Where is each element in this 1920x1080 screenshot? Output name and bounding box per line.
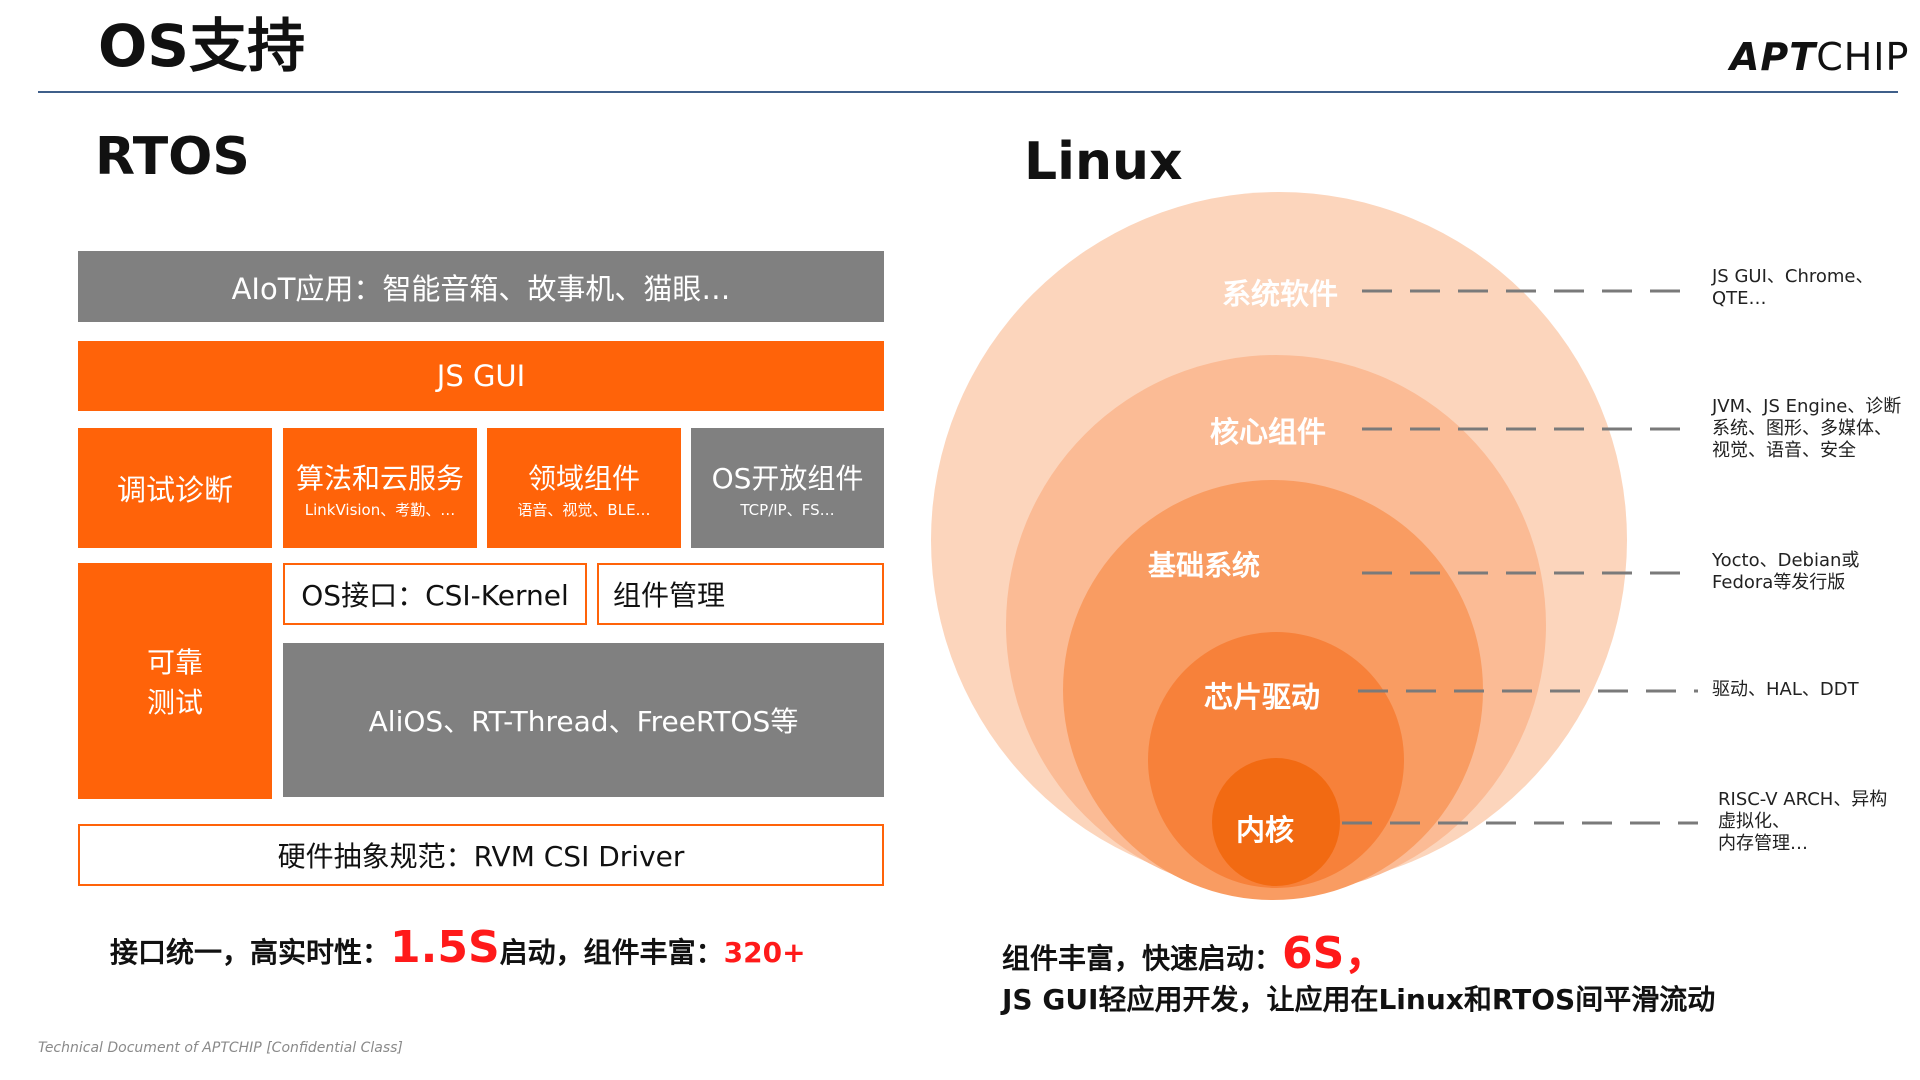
algorithm-cloud-label: 算法和云服务	[295, 461, 464, 495]
rtos-kernels-block: AliOS、RT-Thread、FreeRTOS等	[283, 643, 884, 797]
footer-confidential-note: Technical Document of APTCHIP [Confident…	[38, 1040, 403, 1056]
rtos-summary-part-a: 接口统一，高实时性：	[110, 936, 391, 969]
linux-summary-line2: JS GUI轻应用开发，让应用在Linux和RTOS间平滑流动	[1002, 983, 1716, 1016]
aiot-application-layer: AIoT应用：智能音箱、故事机、猫眼…	[78, 251, 884, 322]
algorithm-cloud-block: 算法和云服务 LinkVision、考勤、…	[283, 428, 477, 548]
page-title: OS支持	[98, 12, 306, 80]
layer-label-base-system: 基础系统	[1148, 549, 1261, 582]
js-gui-layer: JS GUI	[78, 341, 884, 411]
os-open-components-label: OS开放组件	[711, 461, 864, 495]
rtos-summary: 接口统一，高实时性：1.5S启动，组件丰富：320+	[110, 918, 806, 983]
layer-circle-kernel	[1212, 758, 1340, 886]
domain-components-label: 领域组件	[527, 461, 640, 495]
os-open-components-sub: TCP/IP、FS…	[740, 500, 835, 519]
os-interface-block: OS接口：CSI-Kernel	[283, 563, 587, 625]
rtos-section-title: RTOS	[95, 127, 250, 187]
note-line: JVM、JS Engine、诊断	[1712, 396, 1902, 417]
note-line: 内存管理…	[1718, 833, 1808, 854]
linux-boot-time: 6S，	[1282, 928, 1389, 979]
company-logo: APTCHIP	[1730, 35, 1909, 79]
rtos-component-count: 320+	[723, 936, 806, 969]
domain-components-block: 领域组件 语音、视觉、BLE…	[487, 428, 681, 548]
linux-section-title: Linux	[1024, 132, 1183, 192]
note-line: QTE…	[1712, 288, 1767, 309]
note-line: Fedora等发行版	[1712, 572, 1846, 593]
note-line: 系统、图形、多媒体、	[1712, 418, 1892, 439]
linux-summary-line1: 组件丰富，快速启动：6S，	[1002, 924, 1388, 989]
reliability-test-block: 可靠 测试	[78, 563, 272, 799]
logo-rest-text: CHIP	[1816, 35, 1910, 79]
layer-label-system-software: 系统软件	[1222, 277, 1339, 311]
note-line: Yocto、Debian或	[1712, 550, 1860, 571]
note-base-system: Yocto、Debian或 Fedora等发行版	[1712, 550, 1859, 594]
reliability-test-line1: 可靠	[146, 646, 203, 679]
component-management-block: 组件管理	[597, 563, 884, 625]
rtos-summary-part-c: 启动，组件丰富：	[499, 936, 724, 969]
layer-label-chip-drivers: 芯片驱动	[1204, 680, 1321, 714]
layer-label-kernel: 内核	[1236, 813, 1295, 847]
algorithm-cloud-sub: LinkVision、考勤、…	[304, 500, 456, 519]
note-core-components: JVM、JS Engine、诊断 系统、图形、多媒体、 视觉、语音、安全	[1712, 396, 1901, 462]
debug-diagnosis-block: 调试诊断	[78, 428, 272, 548]
linux-summary-part-a: 组件丰富，快速启动：	[1002, 942, 1283, 975]
note-line: JS GUI、Chrome、	[1712, 266, 1874, 287]
note-line: 虚拟化、	[1718, 811, 1790, 832]
hardware-abstraction-layer: 硬件抽象规范：RVM CSI Driver	[78, 824, 884, 886]
header-divider	[38, 91, 1898, 93]
logo-bold-text: APT	[1730, 35, 1817, 79]
note-kernel: RISC-V ARCH、异构 虚拟化、 内存管理…	[1718, 789, 1887, 855]
note-system-software: JS GUI、Chrome、 QTE…	[1712, 266, 1874, 310]
domain-components-sub: 语音、视觉、BLE…	[517, 500, 651, 519]
note-chip-drivers: 驱动、HAL、DDT	[1712, 679, 1859, 701]
rtos-boot-time: 1.5S	[390, 922, 500, 973]
note-line: RISC-V ARCH、异构	[1718, 789, 1888, 810]
layer-label-core-components: 核心组件	[1210, 415, 1327, 449]
reliability-test-line2: 测试	[146, 686, 203, 719]
note-line: 驱动、HAL、DDT	[1712, 679, 1859, 700]
os-open-components-block: OS开放组件 TCP/IP、FS…	[691, 428, 884, 548]
note-line: 视觉、语音、安全	[1712, 440, 1856, 461]
